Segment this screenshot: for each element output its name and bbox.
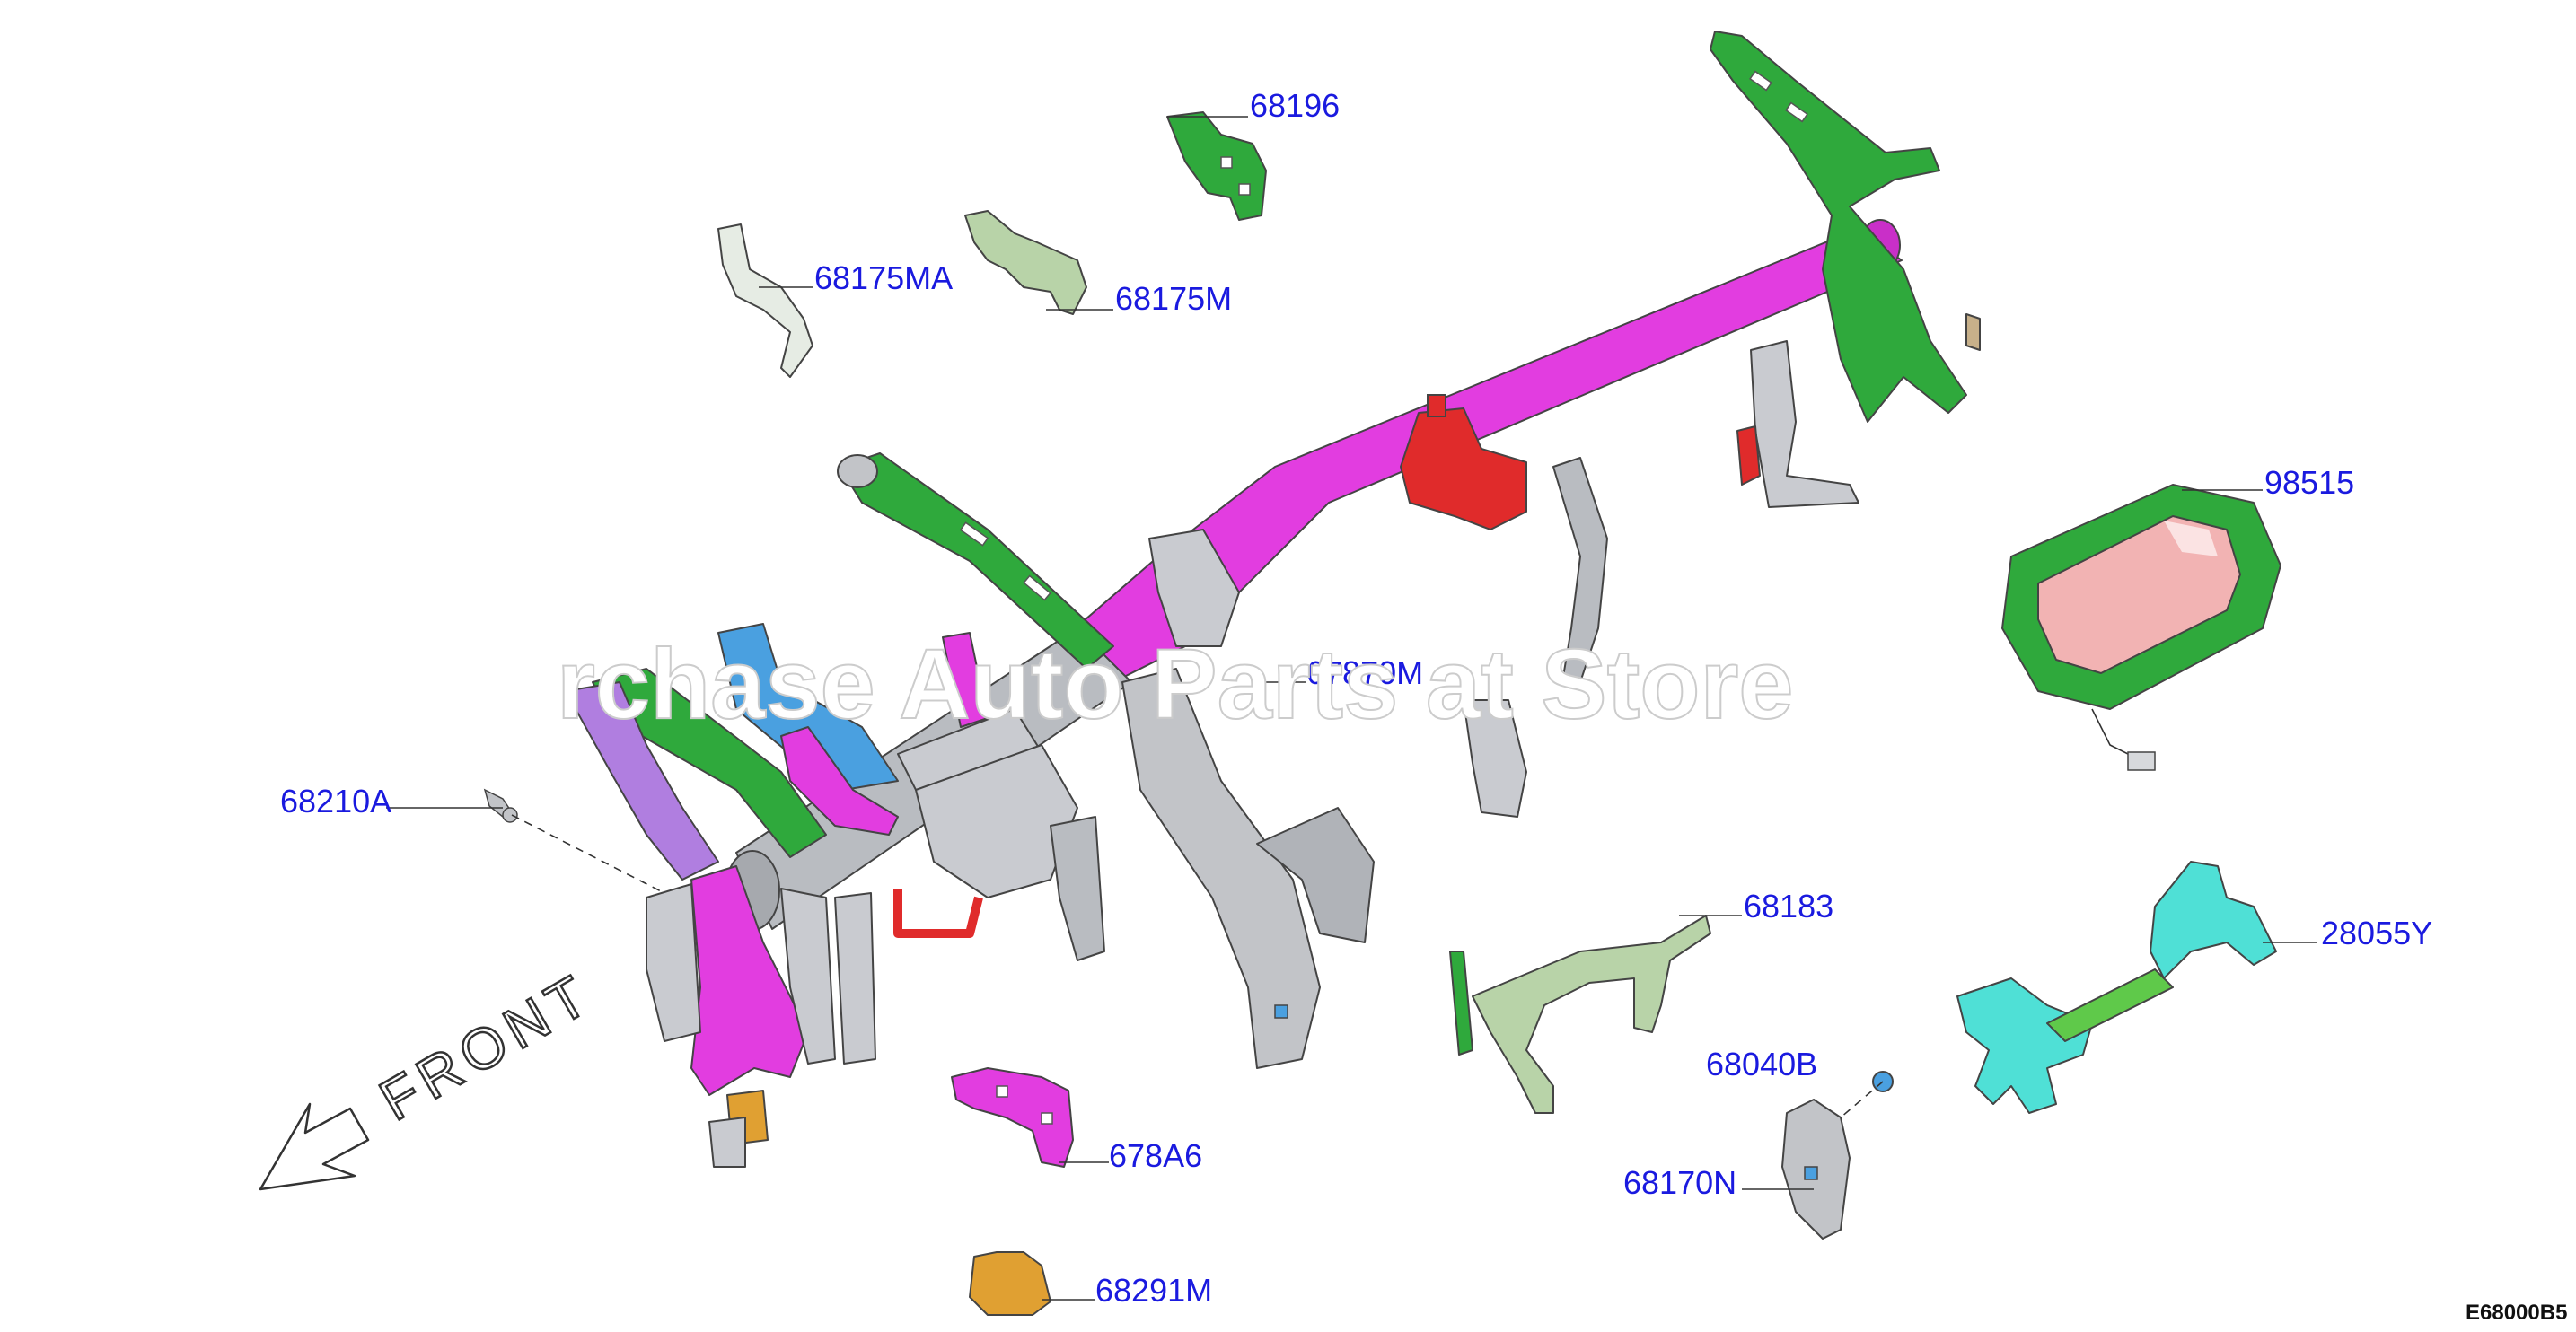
part-68291M-pad <box>969 1251 1051 1316</box>
label-68175M[interactable]: 68175M <box>1115 280 1232 317</box>
label-68291M[interactable]: 68291M <box>1095 1272 1212 1309</box>
part-labels: 68196 68175MA 68175M 98515 67870M 68210A… <box>280 87 2432 1309</box>
part-68170N-bracket <box>1781 1099 1851 1240</box>
right-green-bracket <box>1710 31 1981 423</box>
label-28055Y[interactable]: 28055Y <box>2321 915 2432 951</box>
label-68183[interactable]: 68183 <box>1744 888 1833 925</box>
front-arrow-icon <box>259 1102 370 1191</box>
label-68040B[interactable]: 68040B <box>1706 1046 1817 1082</box>
diagram-code: E68000B5 <box>2466 1301 2567 1325</box>
left-blue-bracket <box>717 623 899 791</box>
label-68196[interactable]: 68196 <box>1250 87 1340 124</box>
label-68170N[interactable]: 68170N <box>1623 1164 1736 1201</box>
part-68196-bracket <box>1166 111 1267 221</box>
center-lower-leg <box>1121 668 1375 1069</box>
left-end-magenta-bracket <box>646 865 876 1168</box>
front-indicator: FRONT <box>259 959 605 1191</box>
label-98515[interactable]: 98515 <box>2264 464 2354 501</box>
left-violet-bracket <box>565 681 719 881</box>
part-68183-bracket <box>1449 915 1711 1114</box>
part-68175M-bracket <box>964 210 1087 315</box>
center-grey-supports <box>1463 340 1859 818</box>
label-68210A[interactable]: 68210A <box>280 783 391 819</box>
label-67870M[interactable]: 67870M <box>1306 654 1423 691</box>
watermark-text: rchase Auto Parts at Store <box>557 629 1793 740</box>
red-loop-bracket <box>893 889 983 938</box>
column-mount-brackets <box>915 529 1240 961</box>
center-red-bracket <box>1400 394 1527 530</box>
left-green-brace <box>837 452 1114 670</box>
part-68210A-bolt <box>483 788 518 823</box>
label-68175MA[interactable]: 68175MA <box>814 259 953 296</box>
label-678A6[interactable]: 678A6 <box>1109 1137 1202 1174</box>
front-label: FRONT <box>369 960 604 1134</box>
column-magenta-piece <box>780 632 989 836</box>
part-98515-airbag <box>2001 484 2281 771</box>
part-28055Y-bracket <box>1956 861 2277 1114</box>
part-678A6-bracket <box>951 1067 1074 1168</box>
leader-lines <box>386 116 2317 1301</box>
part-68175MA-bracket <box>717 223 813 378</box>
